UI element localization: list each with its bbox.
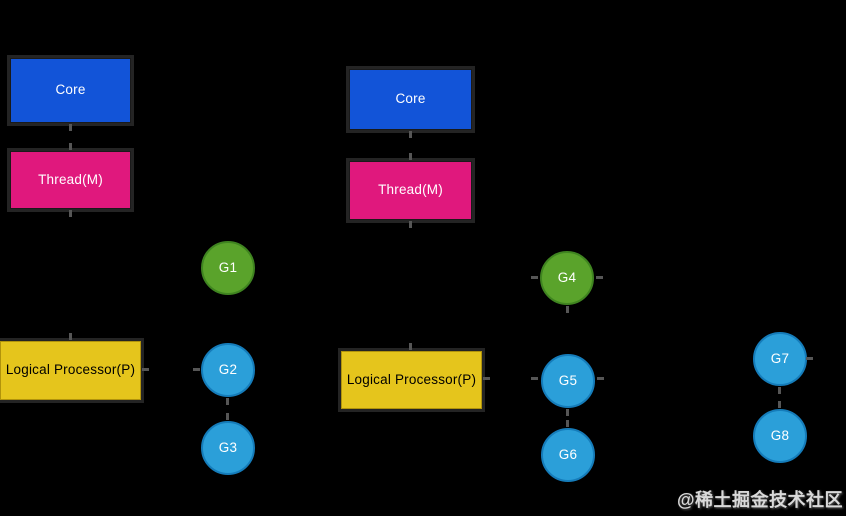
connector-stub	[566, 409, 569, 416]
connector-stub	[193, 368, 200, 371]
connector-stub	[778, 401, 781, 408]
connector-stub	[778, 387, 781, 394]
goroutine-g6: G6	[541, 428, 595, 482]
connector-stub	[409, 153, 412, 160]
connector-stub	[596, 276, 603, 279]
connector-stub	[597, 377, 604, 380]
connector-stub	[69, 333, 72, 340]
goroutine-g7: G7	[753, 332, 807, 386]
connector-stub	[531, 276, 538, 279]
node-thread-m-2: Thread(M)	[349, 161, 472, 220]
node-logical-processor-2: Logical Processor(P)	[341, 351, 482, 409]
goroutine-g3: G3	[201, 421, 255, 475]
connector-stub	[409, 343, 412, 350]
connector-stub	[226, 398, 229, 405]
connector-stub	[69, 124, 72, 131]
connector-stub	[806, 357, 813, 360]
connector-stub	[483, 377, 490, 380]
connector-stub	[409, 131, 412, 138]
connector-stub	[566, 306, 569, 313]
node-logical-processor-1: Logical Processor(P)	[0, 341, 141, 400]
connector-stub	[409, 221, 412, 228]
goroutine-g4: G4	[540, 251, 594, 305]
node-thread-m-1: Thread(M)	[10, 151, 131, 209]
watermark-text: @稀土掘金技术社区	[676, 490, 843, 510]
connector-stub	[69, 210, 72, 217]
goroutine-g5: G5	[541, 354, 595, 408]
node-core-1: Core	[10, 58, 131, 123]
connector-stub	[69, 143, 72, 150]
connector-stub	[566, 420, 569, 427]
node-core-2: Core	[349, 69, 472, 130]
goroutine-g2: G2	[201, 343, 255, 397]
goroutine-g1: G1	[201, 241, 255, 295]
connector-stub	[142, 368, 149, 371]
goroutine-g8: G8	[753, 409, 807, 463]
connector-stub	[226, 413, 229, 420]
connector-stub	[531, 377, 538, 380]
